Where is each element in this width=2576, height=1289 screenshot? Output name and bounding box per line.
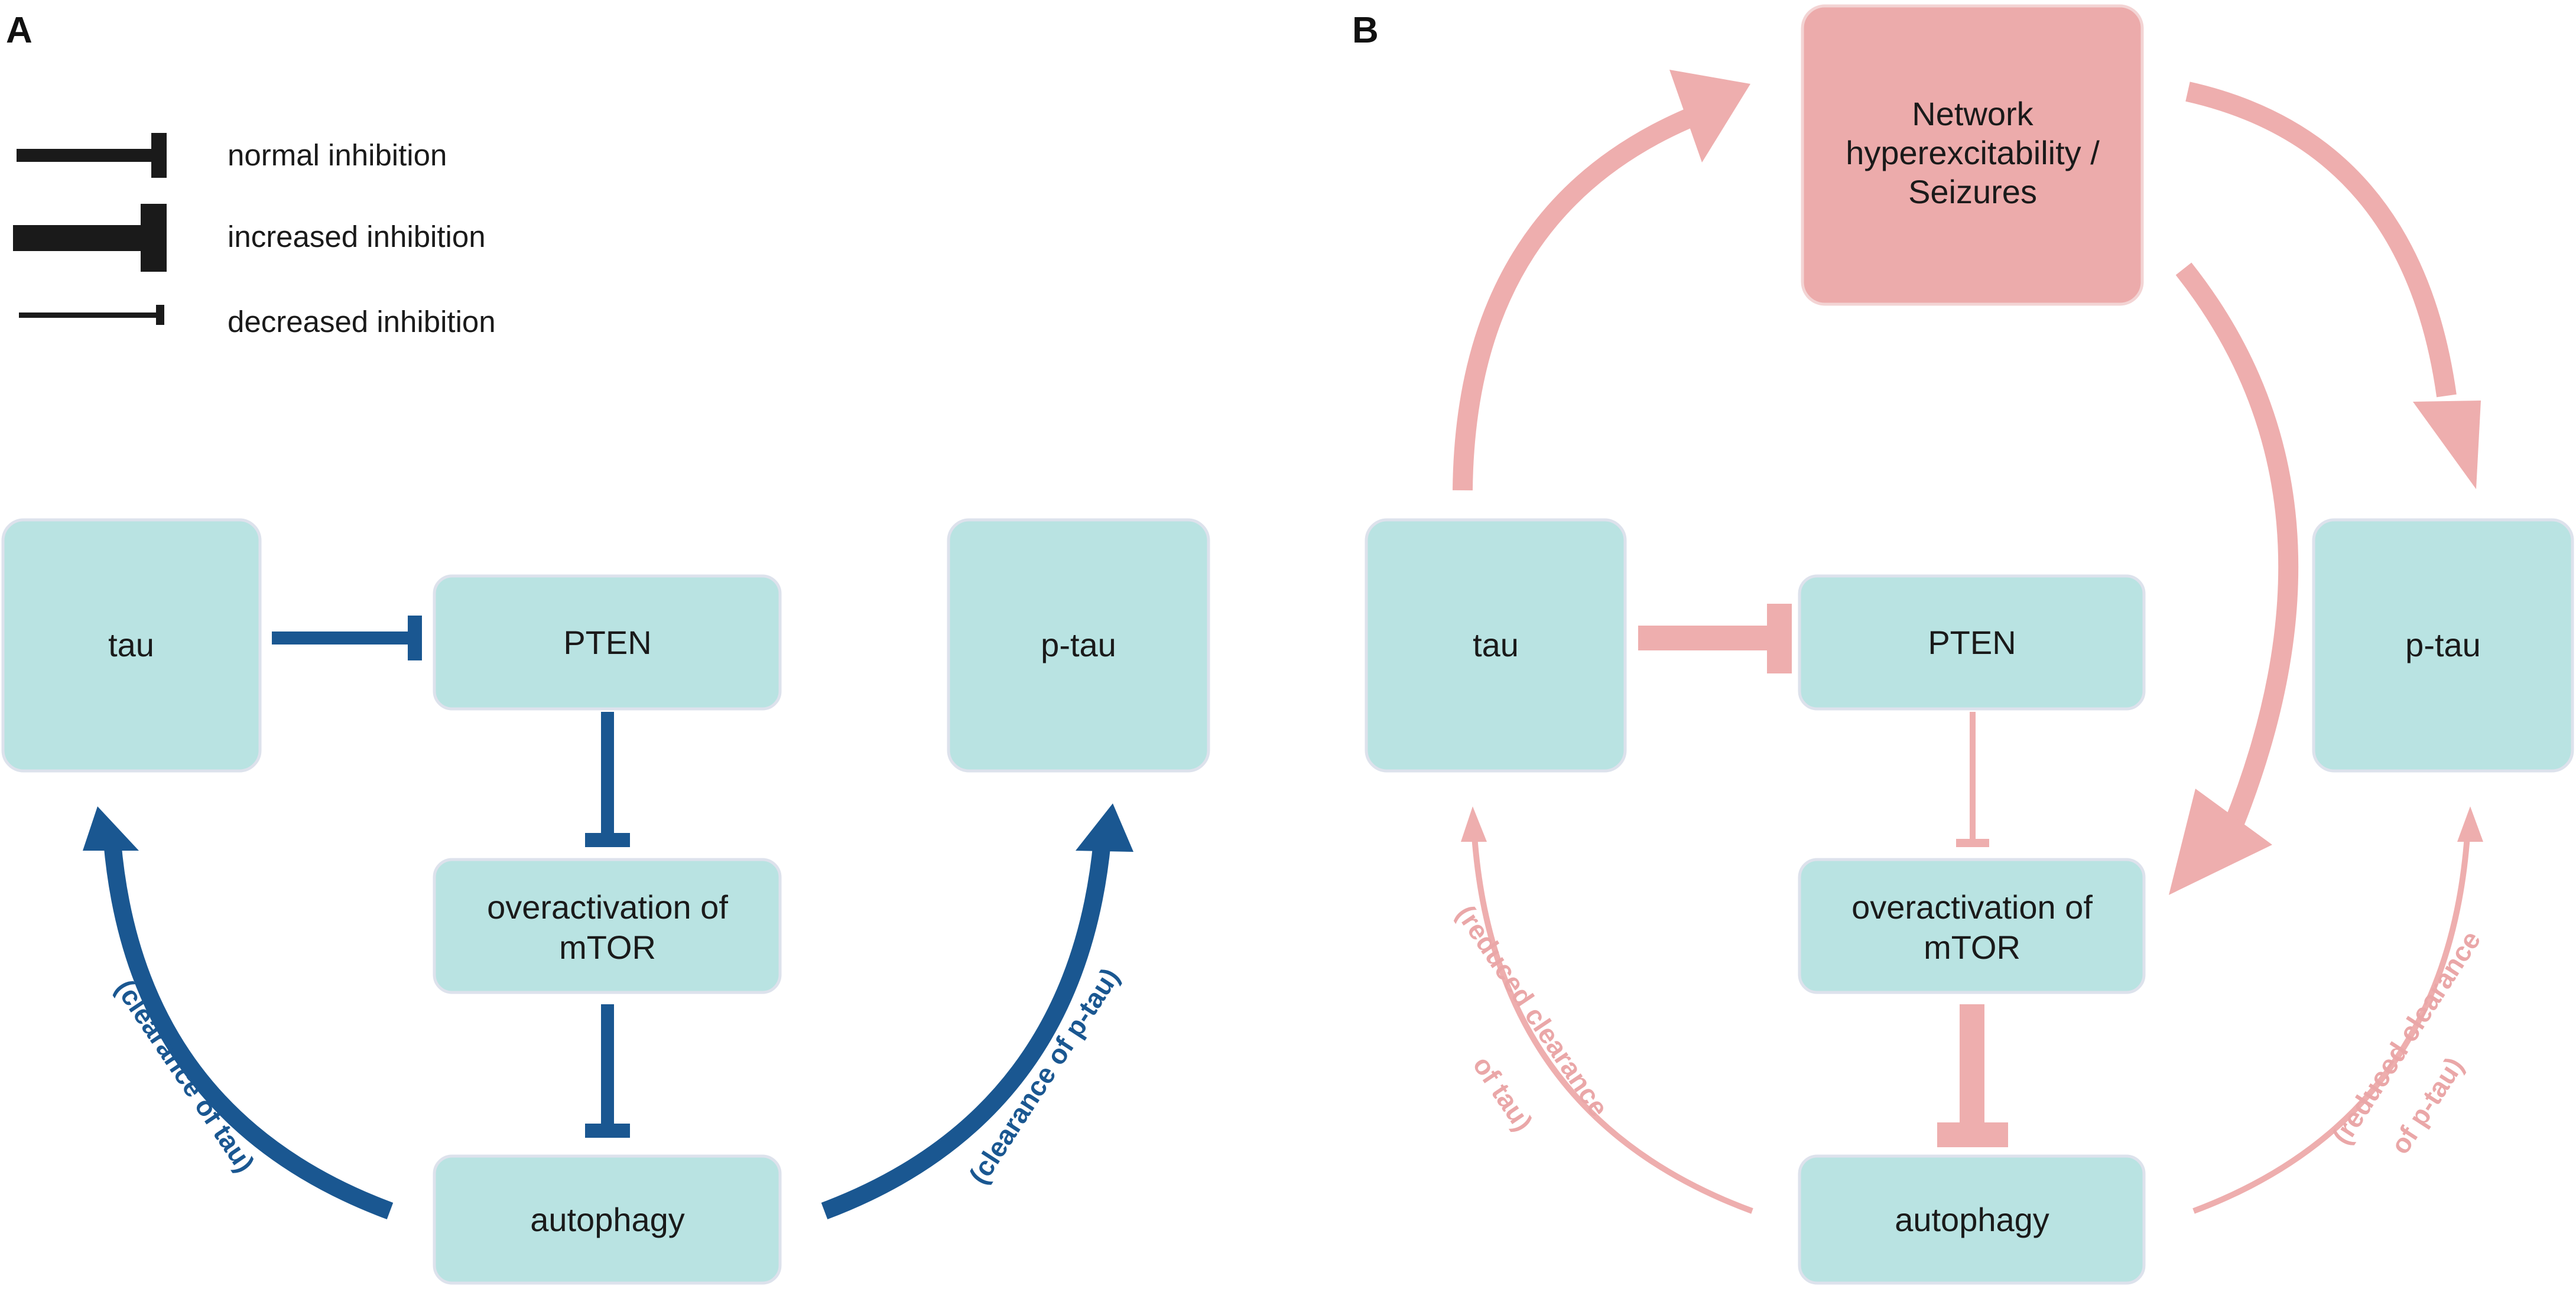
inhibitor-b-tau-pten (1638, 604, 1792, 673)
arrow-b-network-to-mtor (2169, 262, 2299, 895)
node-b-ptau: p-tau (2312, 518, 2574, 773)
legend-decreased-inhibition-symbol (19, 305, 164, 325)
node-b-tau-label: tau (1473, 626, 1519, 663)
inhibitor-a-tau-pten (272, 616, 422, 660)
inhibitor-a-pten-mtor (585, 712, 630, 847)
node-a-pten: PTEN (433, 574, 782, 711)
node-a-autophagy: autophagy (433, 1154, 782, 1285)
arrow-a-autophagy-to-ptau (821, 803, 1133, 1220)
node-b-mtor-label-1: overactivation of (1851, 888, 2093, 926)
panel-a: A normal inhibition increased inhibition… (1, 10, 1210, 1285)
label-a-clearance-tau: (clearance of tau) (109, 974, 261, 1178)
node-b-network: Network hyperexcitability / Seizures (1801, 4, 2144, 306)
panel-a-letter: A (6, 10, 33, 51)
legend-normal-inhibition-symbol (17, 133, 167, 178)
node-a-mtor-label-1: overactivation of (487, 888, 728, 926)
inhibitor-b-mtor-autophagy (1937, 1004, 2008, 1147)
arrow-b-autophagy-to-ptau (2192, 806, 2483, 1214)
node-a-tau: tau (1, 518, 262, 773)
label-b-reduced-tau-2: of tau) (1467, 1050, 1539, 1137)
arrow-a-autophagy-to-tau (83, 806, 394, 1220)
node-a-mtor-label-2: mTOR (559, 929, 656, 966)
arrow-b-tau-to-network (1453, 70, 1750, 491)
node-b-pten-label: PTEN (1928, 624, 2016, 661)
arrow-b-network-to-ptau (2185, 82, 2481, 489)
label-a-clearance-ptau: (clearance of p-tau) (963, 962, 1125, 1189)
legend: normal inhibition increased inhibition d… (13, 133, 496, 338)
node-b-network-label-2: hyperexcitability / (1846, 134, 2100, 171)
label-b-reduced-tau-1: (reduced clearance (1450, 900, 1615, 1122)
node-b-mtor-label-2: mTOR (1924, 929, 2020, 966)
node-a-autophagy-label: autophagy (530, 1201, 685, 1238)
node-a-mtor: overactivation of mTOR (433, 858, 782, 994)
panel-b: B Network hyperexcitability / Seizures t… (1352, 4, 2574, 1285)
inhibitor-b-pten-mtor (1956, 712, 1989, 847)
node-a-ptau-label: p-tau (1041, 626, 1116, 663)
node-a-ptau: p-tau (947, 518, 1210, 773)
inhibitor-a-mtor-autophagy (585, 1004, 630, 1138)
node-b-tau: tau (1365, 518, 1627, 773)
node-b-mtor: overactivation of mTOR (1798, 858, 2146, 994)
node-a-pten-label: PTEN (563, 624, 651, 661)
panel-b-letter: B (1352, 10, 1379, 51)
node-b-pten: PTEN (1798, 574, 2146, 711)
legend-increased-label: increased inhibition (228, 220, 486, 253)
node-b-network-label-3: Seizures (1908, 173, 2037, 210)
arrow-b-autophagy-to-tau (1461, 806, 1753, 1214)
node-b-network-label-1: Network (1912, 95, 2033, 132)
legend-normal-label: normal inhibition (228, 138, 447, 172)
node-a-tau-label: tau (108, 626, 154, 663)
node-b-autophagy: autophagy (1798, 1154, 2146, 1285)
legend-decreased-label: decreased inhibition (228, 305, 496, 338)
node-b-autophagy-label: autophagy (1895, 1201, 2049, 1238)
node-b-ptau-label: p-tau (2405, 626, 2481, 663)
legend-increased-inhibition-symbol (13, 204, 167, 272)
